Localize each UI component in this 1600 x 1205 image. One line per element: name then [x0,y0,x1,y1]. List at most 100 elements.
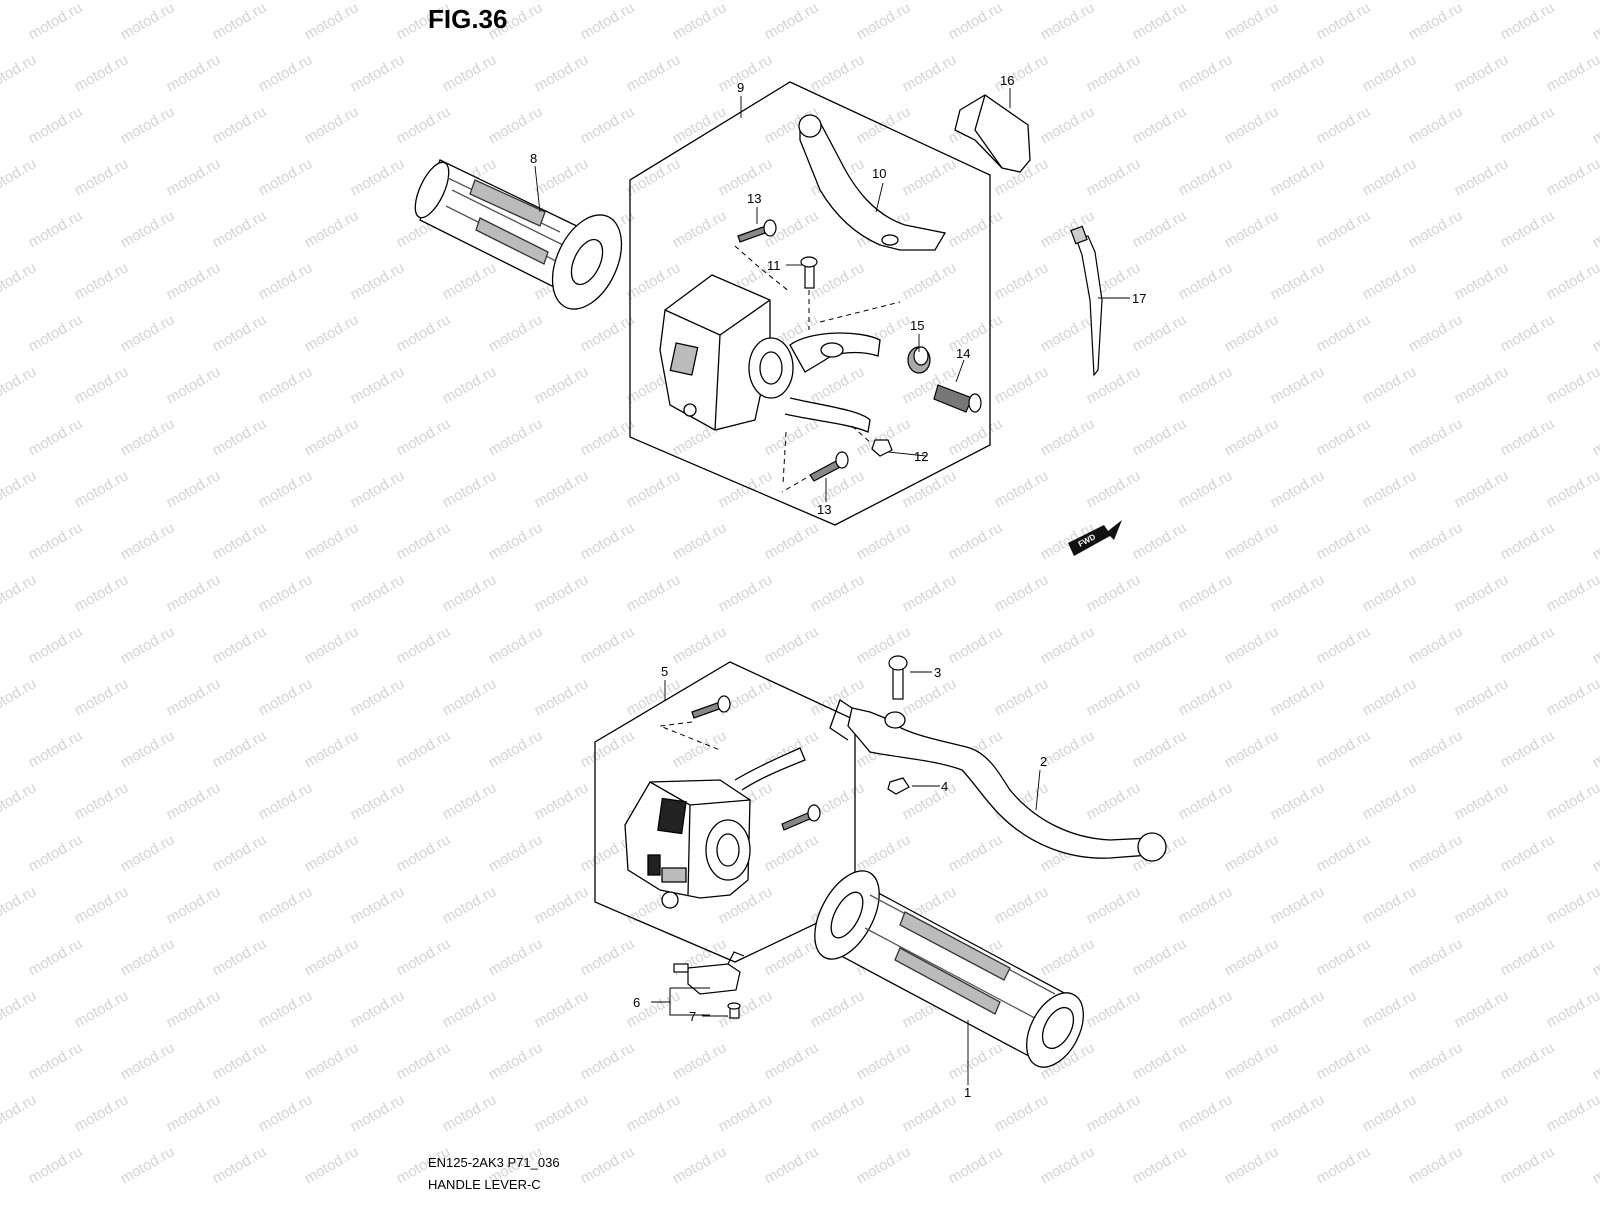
watermark-text: motod.ru [1222,207,1282,251]
watermark-text: motod.ru [118,103,178,147]
watermark-text: motod.ru [210,1143,270,1187]
watermark-text: motod.ru [72,155,132,199]
watermark-text: motod.ru [1084,1091,1144,1135]
watermark-text: motod.ru [72,363,132,407]
watermark-text: motod.ru [1360,987,1420,1031]
watermark-text: motod.ru [1314,103,1374,147]
watermark-text: motod.ru [118,311,178,355]
watermark-text: motod.ru [1360,467,1420,511]
watermark-text: motod.ru [900,1195,960,1200]
watermark-text: motod.ru [0,51,39,95]
watermark-text: motod.ru [1406,623,1466,667]
watermark-text: motod.ru [26,519,86,563]
watermark-text: motod.ru [0,363,39,407]
watermark-text: motod.ru [1130,311,1190,355]
watermark-text: motod.ru [532,363,592,407]
watermark-text: motod.ru [854,0,914,43]
watermark-text: motod.ru [0,779,39,823]
model-code: EN125-2AK3 P71_036 [428,1155,560,1170]
watermark-text: motod.ru [394,623,454,667]
lever-cover-16 [955,95,1030,172]
watermark-text: motod.ru [1360,675,1420,719]
watermark-text: motod.ru [72,779,132,823]
watermark-text: motod.ru [26,103,86,147]
watermark-text: motod.ru [486,103,546,147]
watermark-text: motod.ru [1176,883,1236,927]
watermark-text: motod.ru [0,1091,39,1135]
watermark-text: motod.ru [486,623,546,667]
watermark-text: motod.ru [1406,727,1466,771]
watermark-text: motod.ru [1590,831,1600,875]
watermark-text: motod.ru [256,1195,316,1200]
watermark-text: motod.ru [624,467,684,511]
watermark-text: motod.ru [1222,1039,1282,1083]
watermark-text: motod.ru [1406,935,1466,979]
figure-title: FIG.36 [428,4,507,35]
watermark-text: motod.ru [1084,883,1144,927]
watermark-text: motod.ru [992,571,1052,615]
cable-tie-17 [1071,226,1102,375]
watermark-text: motod.ru [1176,987,1236,1031]
watermark-text: motod.ru [578,727,638,771]
callout-12: 12 [914,449,928,464]
watermark-text: motod.ru [164,571,224,615]
watermark-text: motod.ru [394,311,454,355]
watermark-text: motod.ru [1360,779,1420,823]
watermark-text: motod.ru [1498,1039,1558,1083]
watermark-text: motod.ru [854,1039,914,1083]
watermark-text: motod.ru [256,467,316,511]
watermark-text: motod.ru [118,727,178,771]
watermark-text: motod.ru [1452,1195,1512,1200]
watermark-text: motod.ru [1452,779,1512,823]
watermark-text: motod.ru [256,571,316,615]
callout-15: 15 [910,318,924,333]
watermark-text: motod.ru [1268,571,1328,615]
watermark-text: motod.ru [946,1039,1006,1083]
watermark-text: motod.ru [210,623,270,667]
watermark-text: motod.ru [578,1143,638,1187]
watermark-text: motod.ru [532,675,592,719]
right-handle-switch [625,748,805,908]
watermark-text: motod.ru [1544,467,1600,511]
watermark-text: motod.ru [0,571,39,615]
watermark-text: motod.ru [578,103,638,147]
watermark-text: motod.ru [670,623,730,667]
watermark-text: motod.ru [118,415,178,459]
callout-13-bottom: 13 [817,502,831,517]
watermark-text: motod.ru [1544,1091,1600,1135]
watermark-text: motod.ru [1268,259,1328,303]
watermark-text: motod.ru [532,1195,592,1200]
watermark-text: motod.ru [348,1195,408,1200]
watermark-text: motod.ru [348,1091,408,1135]
watermark-text: motod.ru [1222,831,1282,875]
watermark-text: motod.ru [118,1143,178,1187]
watermark-text: motod.ru [302,415,362,459]
watermark-text: motod.ru [670,727,730,771]
watermark-text: motod.ru [1222,935,1282,979]
watermark-text: motod.ru [900,467,960,511]
watermark-text: motod.ru [1084,155,1144,199]
watermark-text: motod.ru [256,675,316,719]
watermark-text: motod.ru [762,1039,822,1083]
watermark-text: motod.ru [716,1195,776,1200]
watermark-text: motod.ru [578,623,638,667]
watermark-text: motod.ru [762,1143,822,1187]
watermark-text: motod.ru [1130,1039,1190,1083]
watermark-text: motod.ru [210,519,270,563]
watermark-text: motod.ru [26,935,86,979]
watermark-text: motod.ru [348,155,408,199]
watermark-text: motod.ru [440,571,500,615]
watermark-text: motod.ru [26,1039,86,1083]
watermark-text: motod.ru [762,415,822,459]
watermark-text: motod.ru [256,51,316,95]
watermark-text: motod.ru [1406,0,1466,43]
watermark-text: motod.ru [1544,675,1600,719]
watermark-text: motod.ru [1498,0,1558,43]
watermark-text: motod.ru [26,727,86,771]
watermark-text: motod.ru [808,987,868,1031]
watermark-text: motod.ru [440,1195,500,1200]
watermark-text: motod.ru [1498,727,1558,771]
watermark-text: motod.ru [210,415,270,459]
callout-17: 17 [1132,291,1146,306]
callout-7: 7 [689,1009,696,1024]
